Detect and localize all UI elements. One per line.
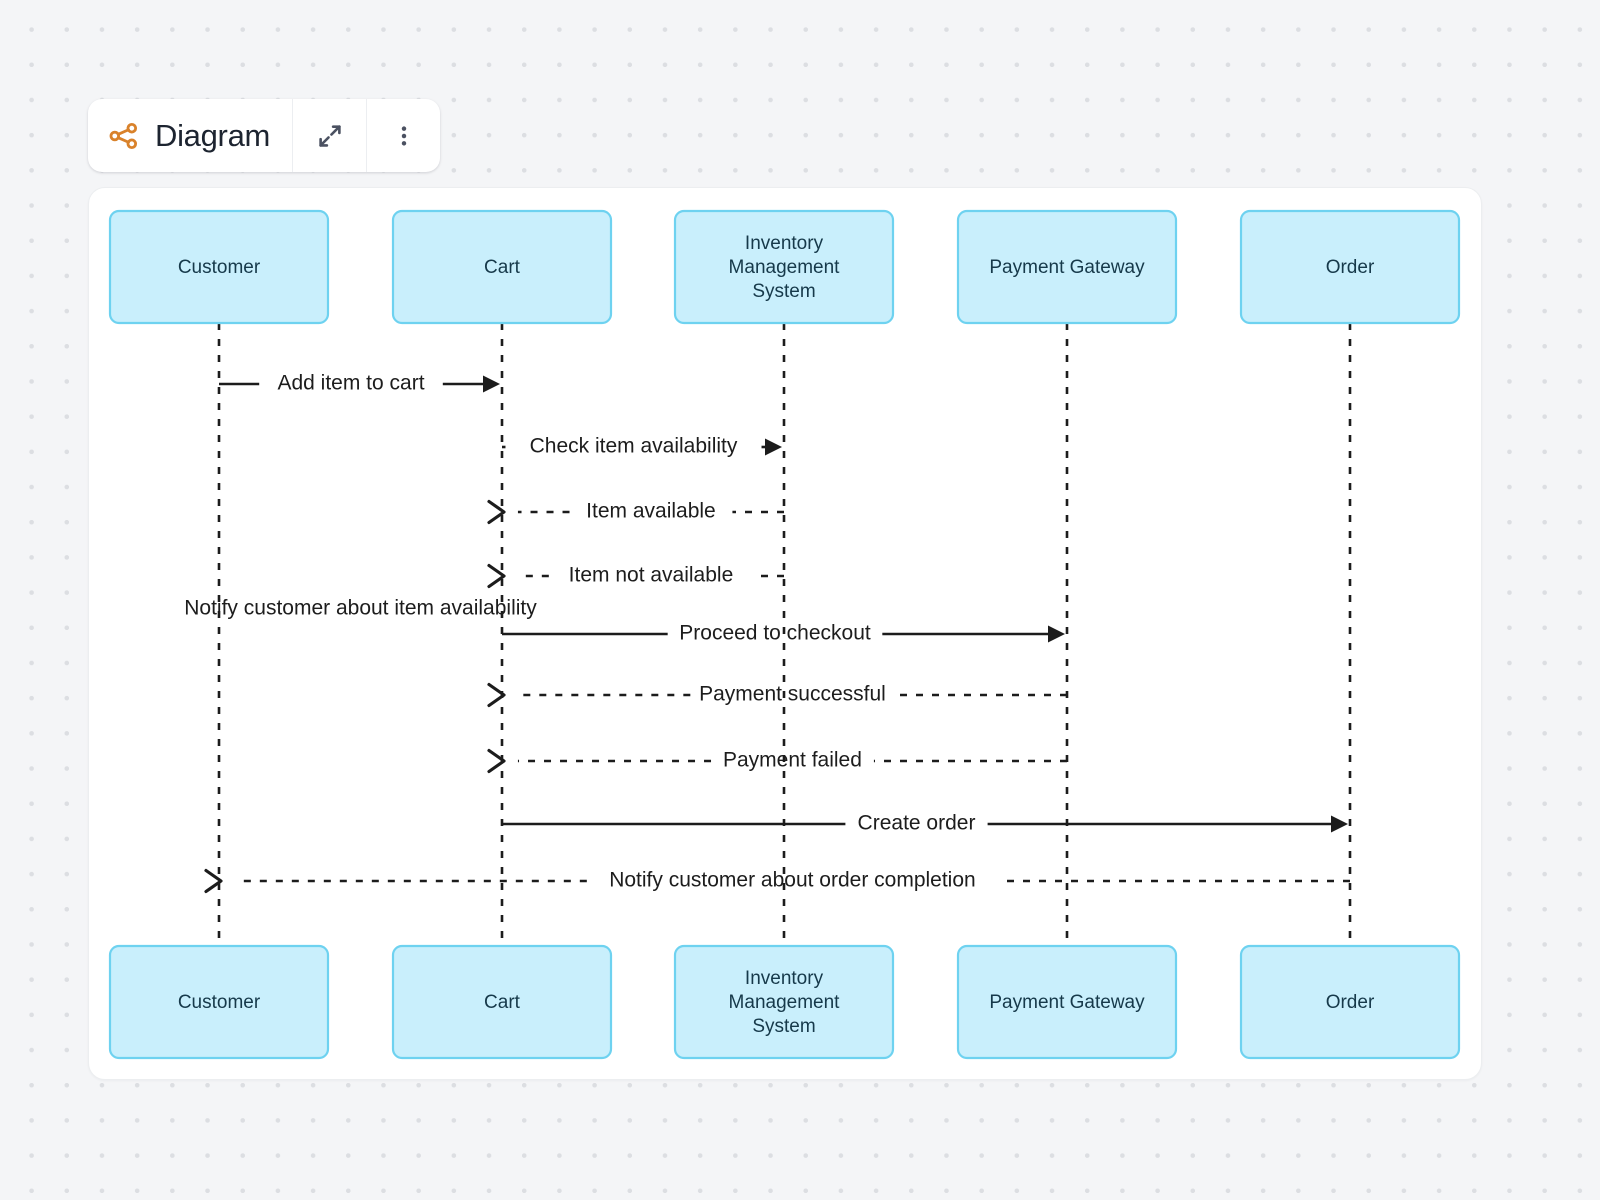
message-label: Payment successful	[699, 683, 886, 706]
message-m5[interactable]: Notify customer about item availability	[184, 597, 537, 620]
message-arrowhead	[483, 375, 500, 393]
message-m2[interactable]: Check item availability	[502, 435, 782, 458]
participant-label: Inventory	[745, 233, 824, 254]
participant-box-rect	[673, 209, 895, 325]
message-label: Item available	[586, 500, 716, 523]
message-arrowhead	[765, 438, 782, 456]
participant-box-rect	[673, 944, 895, 1060]
participant-box-payment-top[interactable]: Payment Gateway	[956, 209, 1178, 325]
participant-box-rect	[391, 944, 613, 1060]
expand-diagonal-arrows-icon[interactable]	[292, 99, 366, 172]
participant-box-rect	[108, 209, 330, 325]
participant-box-rect	[1239, 209, 1461, 325]
message-arrowhead	[487, 499, 506, 525]
participant-box-rect	[108, 944, 330, 1060]
participant-label: Order	[1326, 257, 1375, 278]
message-m10[interactable]: Notify customer about order completion	[204, 868, 1350, 894]
message-label: Payment failed	[723, 749, 862, 772]
participant-label: Cart	[484, 992, 521, 1013]
message-m1[interactable]: Add item to cart	[219, 372, 500, 395]
message-label: Item not available	[569, 564, 734, 587]
graph-nodes-icon	[107, 119, 141, 153]
participant-label: Management	[729, 257, 841, 278]
message-m6[interactable]: Proceed to checkout	[502, 622, 1065, 645]
message-arrowhead	[1048, 625, 1065, 643]
page-title: Diagram	[155, 117, 271, 153]
participant-box-payment-bottom[interactable]: Payment Gateway	[956, 944, 1178, 1060]
participant-label: Inventory	[745, 968, 824, 989]
participant-box-order-bottom[interactable]: Order	[1239, 944, 1461, 1060]
participant-label: Customer	[178, 257, 261, 278]
message-label: Create order	[858, 812, 976, 835]
message-arrowhead	[487, 748, 506, 774]
message-arrowhead	[1331, 815, 1348, 833]
participant-box-rect	[956, 944, 1178, 1060]
diagram-title-group: Diagram	[88, 99, 292, 172]
message-m7[interactable]: Payment successful	[487, 682, 1067, 708]
message-m3[interactable]: Item available	[487, 499, 784, 525]
participant-box-cart-bottom[interactable]: Cart	[391, 944, 613, 1060]
participant-box-customer-bottom[interactable]: Customer	[108, 944, 330, 1060]
message-m8[interactable]: Payment failed	[487, 748, 1067, 774]
message-label: Add item to cart	[277, 372, 424, 395]
participant-label: Cart	[484, 257, 521, 278]
participant-label: Customer	[178, 992, 261, 1013]
message-arrowhead	[204, 868, 223, 894]
participant-box-customer-top[interactable]: Customer	[108, 209, 330, 325]
participant-label: System	[752, 281, 815, 302]
participant-box-rect	[956, 209, 1178, 325]
participant-label: Order	[1326, 992, 1375, 1013]
message-label: Proceed to checkout	[679, 622, 871, 645]
message-m9[interactable]: Create order	[502, 812, 1348, 835]
participant-label: Payment Gateway	[989, 992, 1145, 1013]
message-arrowhead	[487, 563, 506, 589]
participant-label: Payment Gateway	[989, 257, 1145, 278]
participant-box-rect	[1239, 944, 1461, 1060]
participant-label: System	[752, 1016, 815, 1037]
diagram-toolbar: Diagram	[88, 99, 441, 172]
message-arrowhead	[487, 682, 506, 708]
participant-label: Management	[729, 992, 841, 1013]
participant-box-order-top[interactable]: Order	[1239, 209, 1461, 325]
message-label: Notify customer about order completion	[609, 869, 976, 892]
message-m4[interactable]: Item not available	[487, 563, 784, 589]
message-label: Check item availability	[530, 435, 738, 458]
participant-box-cart-top[interactable]: Cart	[391, 209, 613, 325]
message-label: Notify customer about item availability	[184, 597, 537, 620]
more-vertical-dots-icon[interactable]	[366, 99, 440, 172]
participant-box-rect	[391, 209, 613, 325]
